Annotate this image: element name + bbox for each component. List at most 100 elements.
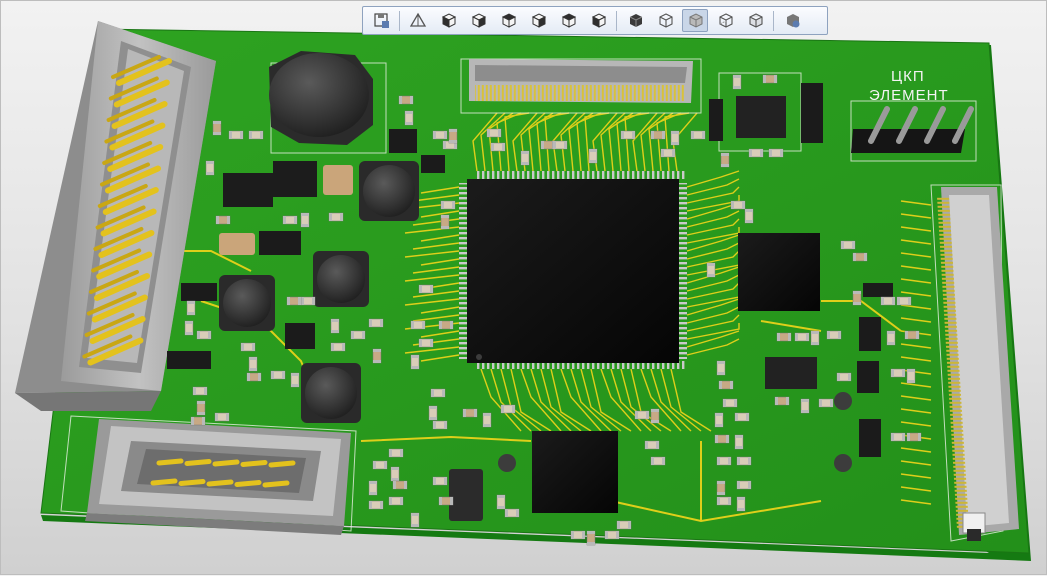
header-pin: [109, 122, 166, 151]
smd-component: [410, 320, 426, 330]
hidden-lines-button[interactable]: [712, 9, 738, 32]
smd-component: [196, 330, 212, 340]
trace: [600, 368, 642, 432]
header-pin: [91, 248, 142, 273]
trace: [686, 242, 740, 260]
trace: [420, 330, 460, 338]
shaded-with-edges-button[interactable]: [682, 9, 708, 32]
trace: [900, 278, 932, 284]
wireframe-icon: [658, 13, 673, 28]
view-front-button[interactable]: [435, 9, 461, 32]
view-toolbar: [362, 6, 828, 35]
trace: [900, 395, 932, 401]
smd-component: [486, 128, 502, 138]
trace: [560, 368, 602, 432]
trace: [900, 369, 932, 375]
trace: [650, 368, 692, 432]
ic-sot-3: [859, 419, 881, 457]
header-pin: [104, 119, 155, 144]
smd-component: [906, 368, 916, 384]
shaded-button[interactable]: [622, 9, 648, 32]
smd-component: [774, 396, 790, 406]
smd-component: [720, 152, 730, 168]
trace: [490, 368, 532, 432]
box-header-connector: [85, 419, 351, 535]
ic-mid-1: [449, 469, 483, 521]
smd-component: [196, 400, 206, 416]
smd-component: [794, 332, 810, 342]
smd-component: [404, 110, 414, 126]
shaded-with-edges-icon: [689, 13, 702, 28]
trace: [900, 460, 932, 466]
smd-component: [300, 212, 310, 228]
smd-component: [430, 388, 446, 398]
save-view-button[interactable]: [368, 9, 394, 32]
smd-component: [886, 330, 896, 346]
smd-component: [432, 420, 448, 430]
inductor-large: [269, 51, 373, 145]
smd-component: [810, 330, 820, 346]
transparent-button[interactable]: [742, 9, 768, 32]
trace: [412, 218, 460, 226]
smd-component: [718, 380, 734, 390]
smd-component: [368, 480, 378, 496]
trace: [570, 368, 612, 432]
hidden-lines-icon: [718, 13, 733, 28]
view-front-icon: [441, 13, 456, 28]
smd-component: [490, 142, 506, 152]
header-pin: [97, 184, 148, 208]
view-top-button[interactable]: [555, 9, 581, 32]
view-back-icon: [471, 13, 486, 28]
header-pin: [206, 479, 234, 487]
smd-component: [586, 530, 596, 546]
trace: [686, 323, 740, 340]
header-pin: [952, 106, 974, 144]
save-view-icon: [373, 13, 389, 28]
smd-component: [736, 496, 746, 512]
jumper-1: [709, 99, 723, 141]
trace: [686, 250, 740, 268]
view-back-button[interactable]: [465, 9, 491, 32]
trace: [900, 382, 932, 388]
smd-component: [732, 74, 742, 90]
transparent-icon: [748, 13, 763, 28]
header-pin: [262, 480, 290, 488]
trace: [412, 290, 460, 298]
view-left-button[interactable]: [495, 9, 521, 32]
pin-header-4: [851, 106, 974, 153]
smd-passives: [184, 74, 922, 546]
smd-component: [706, 262, 716, 278]
mosfet-2: [273, 161, 317, 197]
smd-component: [722, 398, 738, 408]
trace: [412, 314, 460, 322]
smd-component: [438, 496, 454, 506]
smd-component: [896, 296, 912, 306]
header-pin: [150, 478, 178, 486]
header-pin: [234, 480, 262, 487]
view-bottom-icon: [591, 13, 606, 28]
wireframe-button[interactable]: [652, 9, 678, 32]
view-right-button[interactable]: [525, 9, 551, 32]
header-pin: [82, 334, 133, 359]
smd-component: [616, 520, 632, 530]
smd-component: [448, 128, 458, 144]
trace: [900, 200, 932, 206]
trace: [640, 112, 666, 172]
trace: [900, 304, 932, 310]
header-pin: [111, 101, 168, 129]
perspective-button[interactable]: [405, 9, 431, 32]
trace: [512, 112, 538, 172]
smd-component: [240, 342, 256, 352]
header-pin: [178, 479, 206, 486]
trace: [900, 486, 932, 492]
ic-soic-1: [765, 357, 817, 389]
trace: [900, 447, 932, 453]
smd-component: [248, 130, 264, 140]
diode-2: [181, 283, 217, 301]
view-bottom-button[interactable]: [585, 9, 611, 32]
trace: [480, 112, 506, 172]
view-settings-button[interactable]: [779, 9, 805, 32]
trace: [420, 258, 460, 266]
